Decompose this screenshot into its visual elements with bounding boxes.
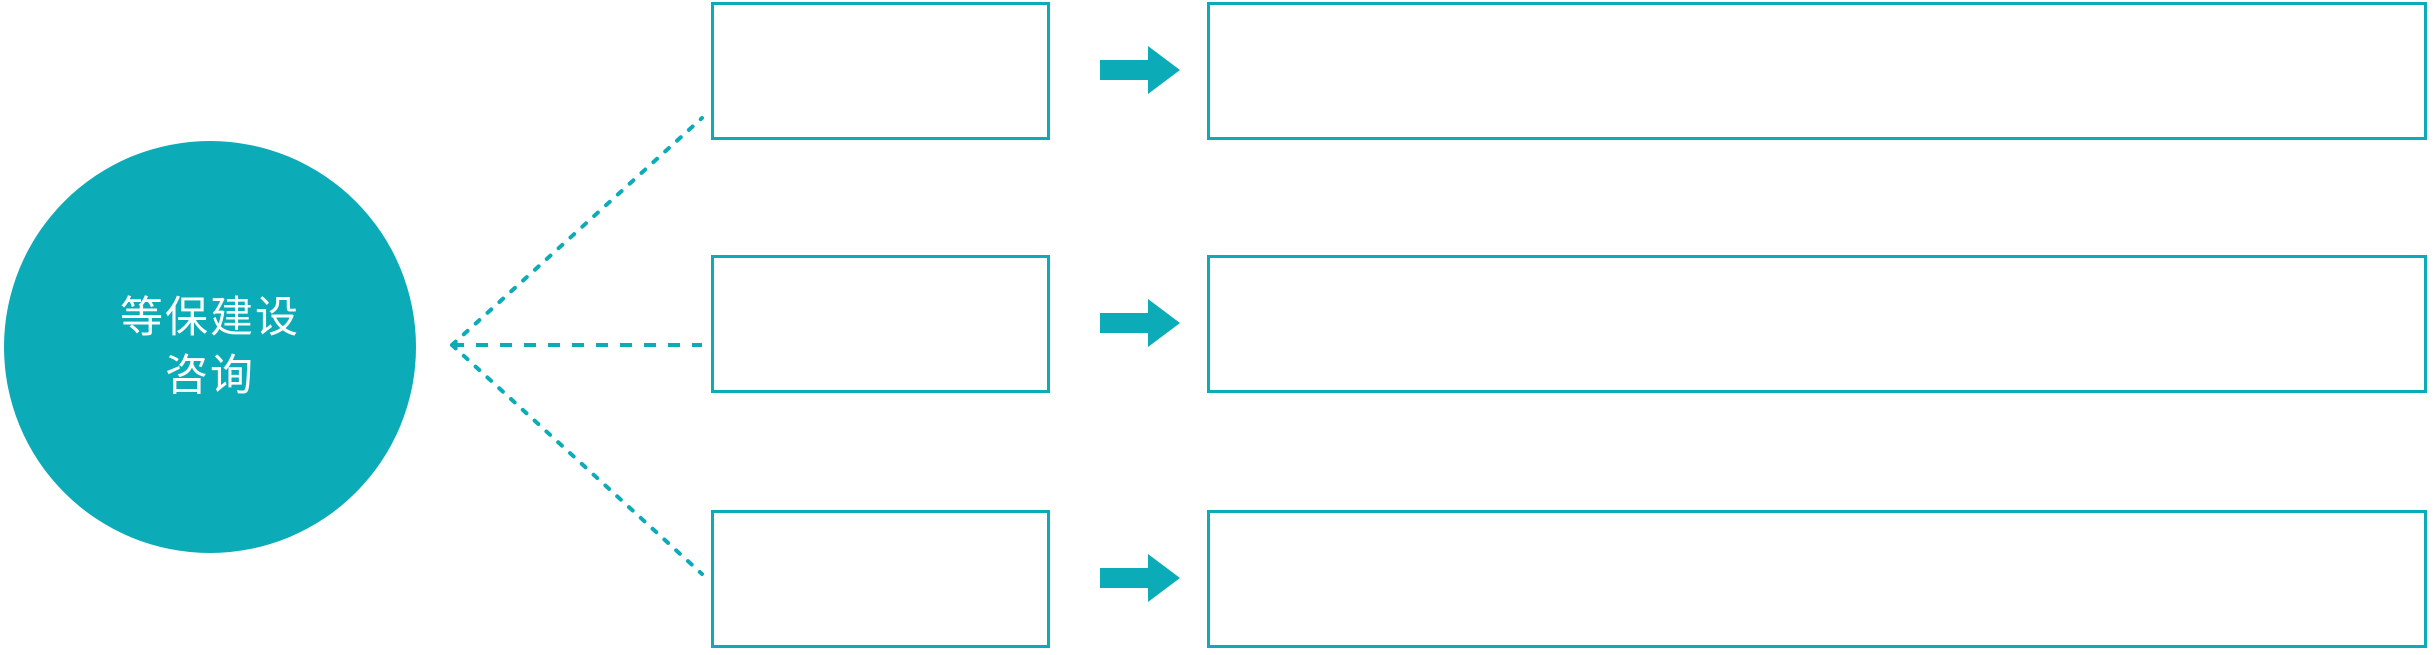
hub-circle[interactable]: 等保建设 咨询: [4, 141, 416, 553]
stage-box[interactable]: [711, 510, 1050, 648]
stage-box[interactable]: [711, 255, 1050, 393]
detail-box[interactable]: [1207, 510, 2427, 648]
diagram-row: [0, 253, 2434, 393]
stage-box[interactable]: [711, 2, 1050, 140]
diagram-row: [0, 508, 2434, 648]
hub-label-line-2: 咨询: [165, 352, 255, 400]
right-arrow-icon: [1100, 299, 1180, 347]
detail-box[interactable]: [1207, 2, 2427, 140]
hub-label-line-1: 等保建设: [120, 293, 300, 342]
detail-box[interactable]: [1207, 255, 2427, 393]
diagram-row: [0, 0, 2434, 140]
right-arrow-icon: [1100, 46, 1180, 94]
right-arrow-icon: [1100, 554, 1180, 602]
